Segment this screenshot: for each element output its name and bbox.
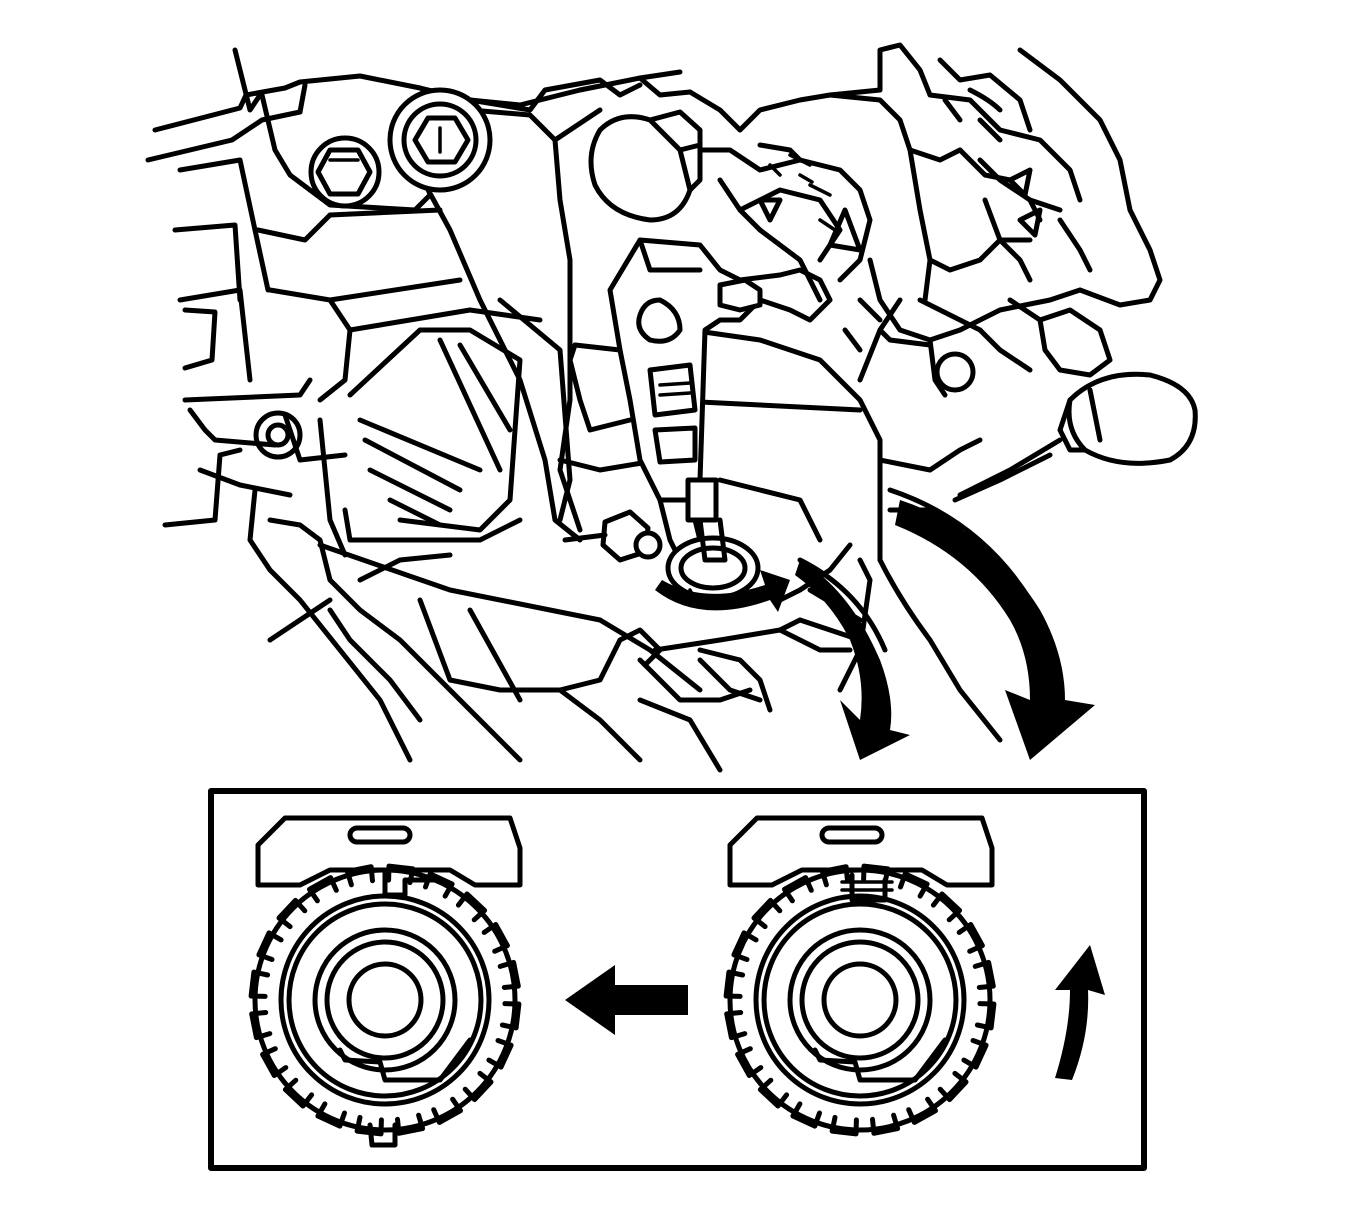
pedal-bracket <box>145 47 693 558</box>
gear-tooth <box>906 1096 938 1125</box>
gear-tooth <box>937 1070 969 1103</box>
gear-tooth <box>462 1070 494 1103</box>
gear-tooth <box>829 1114 859 1137</box>
pedal-position-sensor-rod <box>567 237 833 563</box>
detail-inset <box>208 788 1147 1171</box>
upper-view <box>145 42 1198 773</box>
gear-tooth <box>481 922 510 954</box>
pedal-bracket <box>697 42 1163 398</box>
gear-tooth <box>870 1112 901 1136</box>
gear-tooth <box>260 1046 289 1078</box>
gear-tooth <box>972 959 996 990</box>
gear-tooth <box>354 1114 384 1137</box>
gear-tooth <box>497 959 521 990</box>
gear-tooth <box>790 1101 822 1129</box>
gear-tooth <box>757 1077 790 1109</box>
gear-tooth <box>315 1101 347 1129</box>
lock-ring-unlocked <box>248 815 523 1148</box>
gear-tooth <box>731 930 759 962</box>
gear-tooth <box>974 1001 997 1031</box>
sensor-lock-ring <box>665 517 761 609</box>
gear-tooth <box>386 863 416 886</box>
gear-tooth <box>423 871 455 899</box>
gear-tooth <box>282 1077 315 1109</box>
gear-tooth <box>898 871 930 899</box>
gear-tooth <box>735 1046 764 1078</box>
pedal-pad <box>247 487 763 773</box>
gear-tooth <box>248 969 271 999</box>
gear-tooth <box>276 897 308 930</box>
mounting-nut <box>308 135 382 209</box>
gear-tooth <box>455 891 488 923</box>
left-arrow <box>565 965 688 1035</box>
downward-arrow <box>795 557 910 760</box>
lock-ring-locked <box>723 815 997 1137</box>
rotate-arrow <box>1055 945 1105 1080</box>
gear-tooth <box>723 969 746 999</box>
rotation-arrow <box>655 570 790 612</box>
downward-arrow <box>877 487 1095 760</box>
gear-tooth <box>307 875 339 904</box>
gear-tooth <box>861 863 891 886</box>
gear-tooth <box>486 1038 514 1070</box>
gear-tooth <box>956 922 985 954</box>
gear-tooth <box>930 891 963 923</box>
gear-tooth <box>751 897 783 930</box>
gear-tooth <box>431 1096 463 1125</box>
mounting-nut <box>562 509 663 563</box>
gear-tooth <box>961 1038 989 1070</box>
gear-tooth <box>724 1010 748 1041</box>
gear-tooth <box>395 1112 426 1136</box>
gear-tooth <box>249 1010 273 1041</box>
wiring-harness <box>952 297 1198 503</box>
gear-tooth <box>344 864 375 888</box>
connector <box>588 109 703 223</box>
gear-tooth <box>256 930 284 962</box>
gear-tooth <box>782 875 814 904</box>
gear-tooth <box>819 864 850 888</box>
mounting-nut <box>387 87 493 193</box>
gear-tooth <box>499 1001 522 1031</box>
